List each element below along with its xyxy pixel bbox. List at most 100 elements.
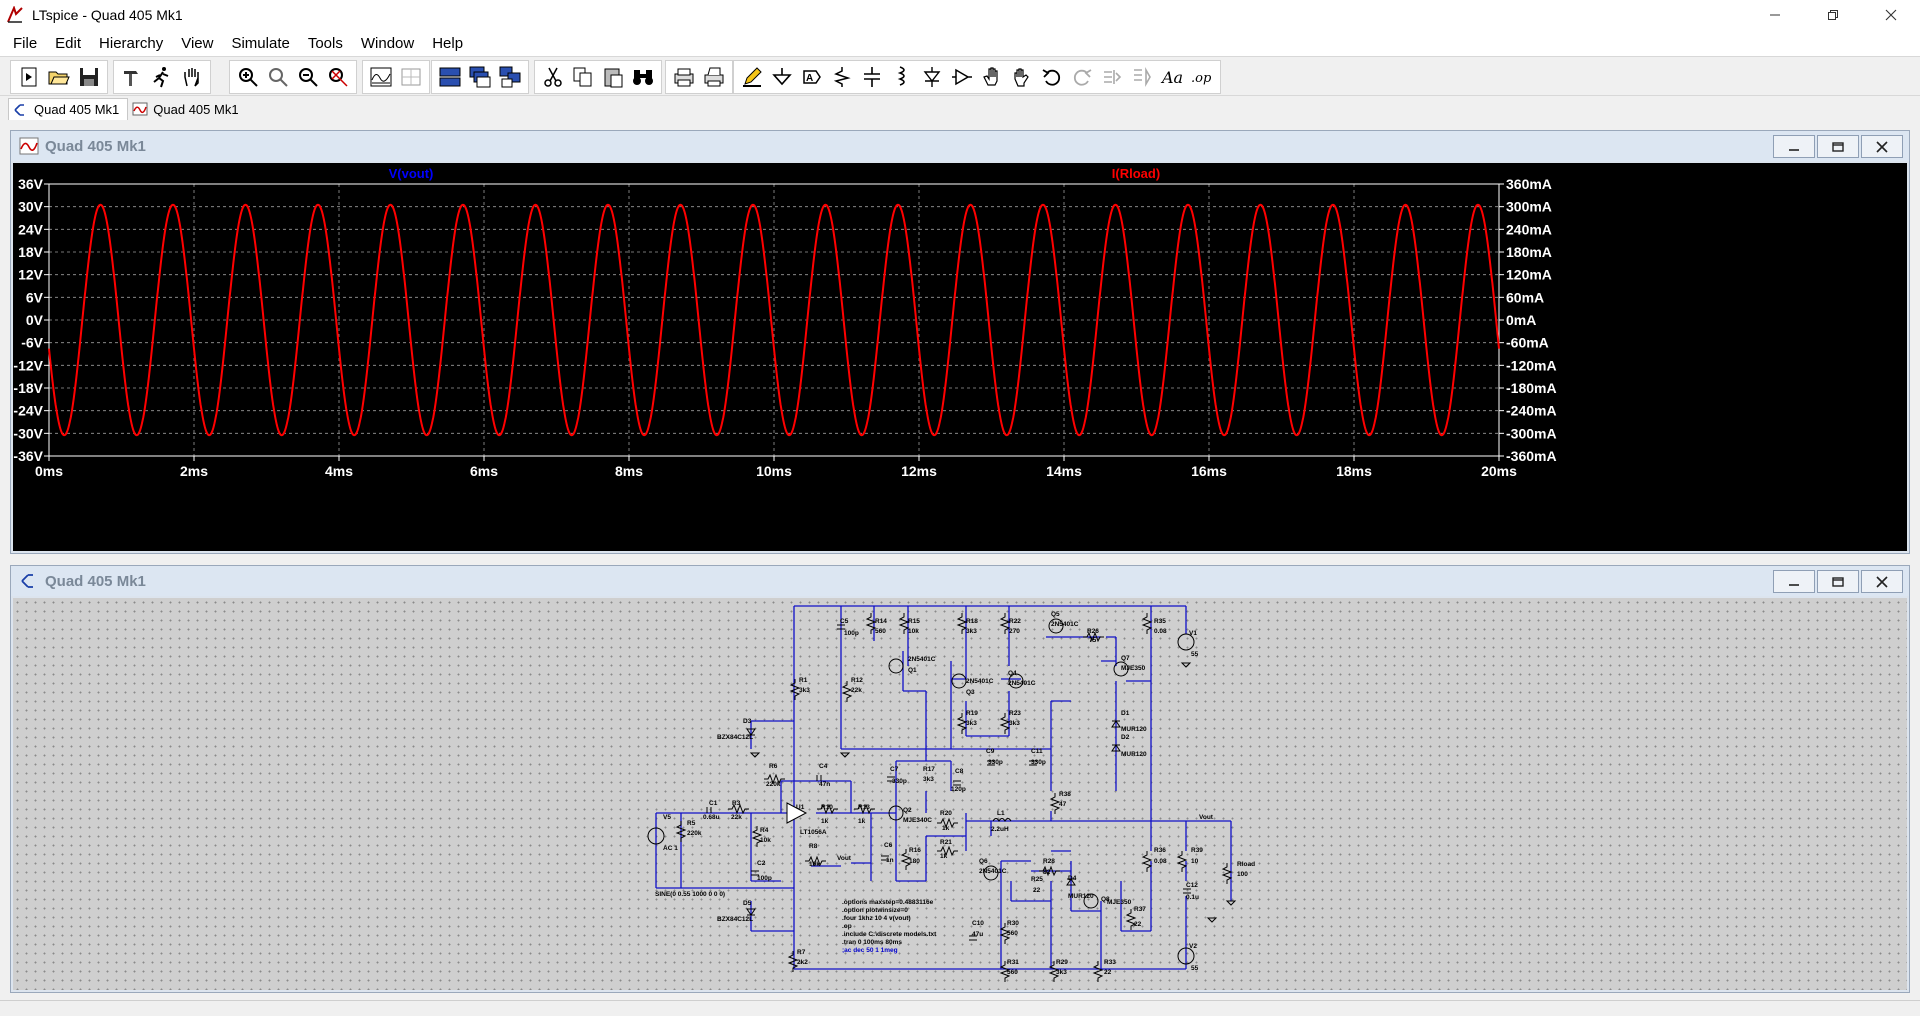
component-label[interactable]: Q8	[1101, 896, 1110, 903]
component-label[interactable]: C12	[1186, 882, 1198, 889]
component-label[interactable]: 0.68u	[703, 814, 720, 821]
spice-directive-line[interactable]: .include C:\discrete models.txt	[842, 931, 937, 938]
component-label[interactable]: R31	[1007, 959, 1019, 966]
save-button[interactable]	[74, 62, 104, 92]
component-label[interactable]: 2N5401C	[908, 656, 936, 663]
component-label[interactable]: 560	[875, 628, 886, 635]
cut-button[interactable]	[538, 62, 568, 92]
component-label[interactable]: D4	[1068, 875, 1077, 882]
mirror-button[interactable]	[1127, 62, 1157, 92]
component-label[interactable]: 330p	[1031, 759, 1046, 766]
menu-hierarchy[interactable]: Hierarchy	[99, 34, 164, 52]
component-label[interactable]: MJE340C	[903, 817, 932, 824]
spice-directive-line[interactable]: .four 1khz 10 4 v(vout)	[842, 915, 911, 922]
component-label[interactable]: 1n	[886, 857, 894, 864]
component-label[interactable]: R15	[908, 618, 920, 625]
component-label[interactable]: Q4	[1008, 670, 1017, 677]
component-label[interactable]: LT1056A	[800, 829, 827, 836]
component-label[interactable]: 82	[1043, 869, 1051, 876]
component-label[interactable]: MJE350	[1107, 899, 1132, 906]
component-label[interactable]: 2N5401C	[1051, 621, 1079, 628]
restore-button[interactable]	[1804, 0, 1862, 30]
waveform-maximize-button[interactable]	[1817, 135, 1859, 158]
component-label[interactable]: R7	[797, 949, 806, 956]
component-label[interactable]: R3	[732, 800, 741, 807]
print-setup-button[interactable]	[699, 62, 729, 92]
menu-window[interactable]: Window	[360, 34, 415, 52]
component-label[interactable]: C9	[986, 748, 995, 755]
draw-wire-button[interactable]	[737, 62, 767, 92]
component-label[interactable]: C1	[709, 800, 718, 807]
label-net-button[interactable]: A	[797, 62, 827, 92]
component-label[interactable]: R12	[851, 677, 863, 684]
spice-directive-line[interactable]: .option plotwinsize=0	[842, 907, 908, 914]
component-label[interactable]: R29	[1056, 959, 1068, 966]
component-label[interactable]: R17	[923, 766, 935, 773]
move-button[interactable]	[977, 62, 1007, 92]
component-label[interactable]: D2	[1121, 734, 1130, 741]
copy-button[interactable]	[568, 62, 598, 92]
component-label[interactable]: R14	[875, 618, 887, 625]
spice-directive-line[interactable]: ;ac dec 50 1 1meg	[842, 947, 898, 954]
component-label[interactable]: R6	[769, 763, 778, 770]
cascade-button[interactable]	[465, 62, 495, 92]
component-label[interactable]: 3k3	[923, 776, 934, 783]
component-label[interactable]: D3	[743, 718, 752, 725]
drag-button[interactable]	[1007, 62, 1037, 92]
component-label[interactable]: 3k3	[1009, 720, 1020, 727]
component-label[interactable]: 100p	[844, 630, 859, 637]
trace-label-vout[interactable]: V(vout)	[389, 166, 434, 181]
inductor-button[interactable]	[887, 62, 917, 92]
component-label[interactable]: C10	[972, 920, 984, 927]
component-label[interactable]: C5	[840, 618, 849, 625]
component-label[interactable]: 10k	[908, 628, 919, 635]
component-label[interactable]: Q6	[979, 858, 988, 865]
component-label[interactable]: 10	[1191, 858, 1199, 865]
component-label[interactable]: 75	[1089, 637, 1097, 644]
component-label[interactable]: C4	[819, 763, 828, 770]
component-label[interactable]: 220k	[766, 781, 781, 788]
tab-schematic[interactable]: Quad 405 Mk1	[8, 98, 129, 120]
component-label[interactable]: L1	[997, 810, 1005, 817]
component-label[interactable]: 47u	[972, 931, 983, 938]
component-label[interactable]: MUR120	[1068, 893, 1094, 900]
find-button[interactable]	[628, 62, 658, 92]
component-label[interactable]: 0.08	[1154, 858, 1167, 865]
zoom-out-button[interactable]	[293, 62, 323, 92]
component-label[interactable]: 55	[1191, 651, 1199, 658]
component-label[interactable]: R39	[1191, 847, 1203, 854]
trace-irload[interactable]	[48, 203, 1500, 437]
print-button[interactable]	[669, 62, 699, 92]
resistor-button[interactable]	[827, 62, 857, 92]
component-label[interactable]: V5	[663, 814, 671, 821]
component-label[interactable]: R37	[1134, 906, 1146, 913]
component-label[interactable]: 3k3	[1056, 969, 1067, 976]
component-label[interactable]: 22	[1033, 887, 1041, 894]
component-label[interactable]: 3k3	[799, 687, 810, 694]
component-label[interactable]: R26	[1087, 628, 1099, 635]
component-label[interactable]: MUR120	[1121, 751, 1147, 758]
spice-directive-line[interactable]: .op	[842, 923, 852, 930]
menu-view[interactable]: View	[181, 34, 214, 52]
trace-label-irload[interactable]: I(Rload)	[1112, 166, 1160, 181]
component-label[interactable]: R8	[809, 843, 818, 850]
component-label[interactable]: 270	[1009, 628, 1020, 635]
tab-waveform[interactable]: Quad 405 Mk1	[128, 98, 246, 120]
component-label[interactable]: R19	[966, 710, 978, 717]
waveform-close-button[interactable]	[1861, 135, 1903, 158]
component-label[interactable]: AC 1	[663, 845, 678, 852]
diode-button[interactable]	[917, 62, 947, 92]
component-label[interactable]: 22	[1104, 969, 1112, 976]
component-label[interactable]: 180	[909, 858, 920, 865]
menu-tools[interactable]: Tools	[307, 34, 343, 52]
component-label[interactable]: C6	[884, 842, 893, 849]
component-label[interactable]: 1k	[821, 818, 829, 825]
component-label[interactable]: 120p	[951, 786, 966, 793]
component-label[interactable]: C7	[890, 766, 899, 773]
component-label[interactable]: 2N5401C	[1008, 680, 1036, 687]
zoom-fit-button[interactable]	[323, 62, 353, 92]
new-schematic-button[interactable]	[14, 62, 44, 92]
component-label[interactable]: R36	[1154, 847, 1166, 854]
